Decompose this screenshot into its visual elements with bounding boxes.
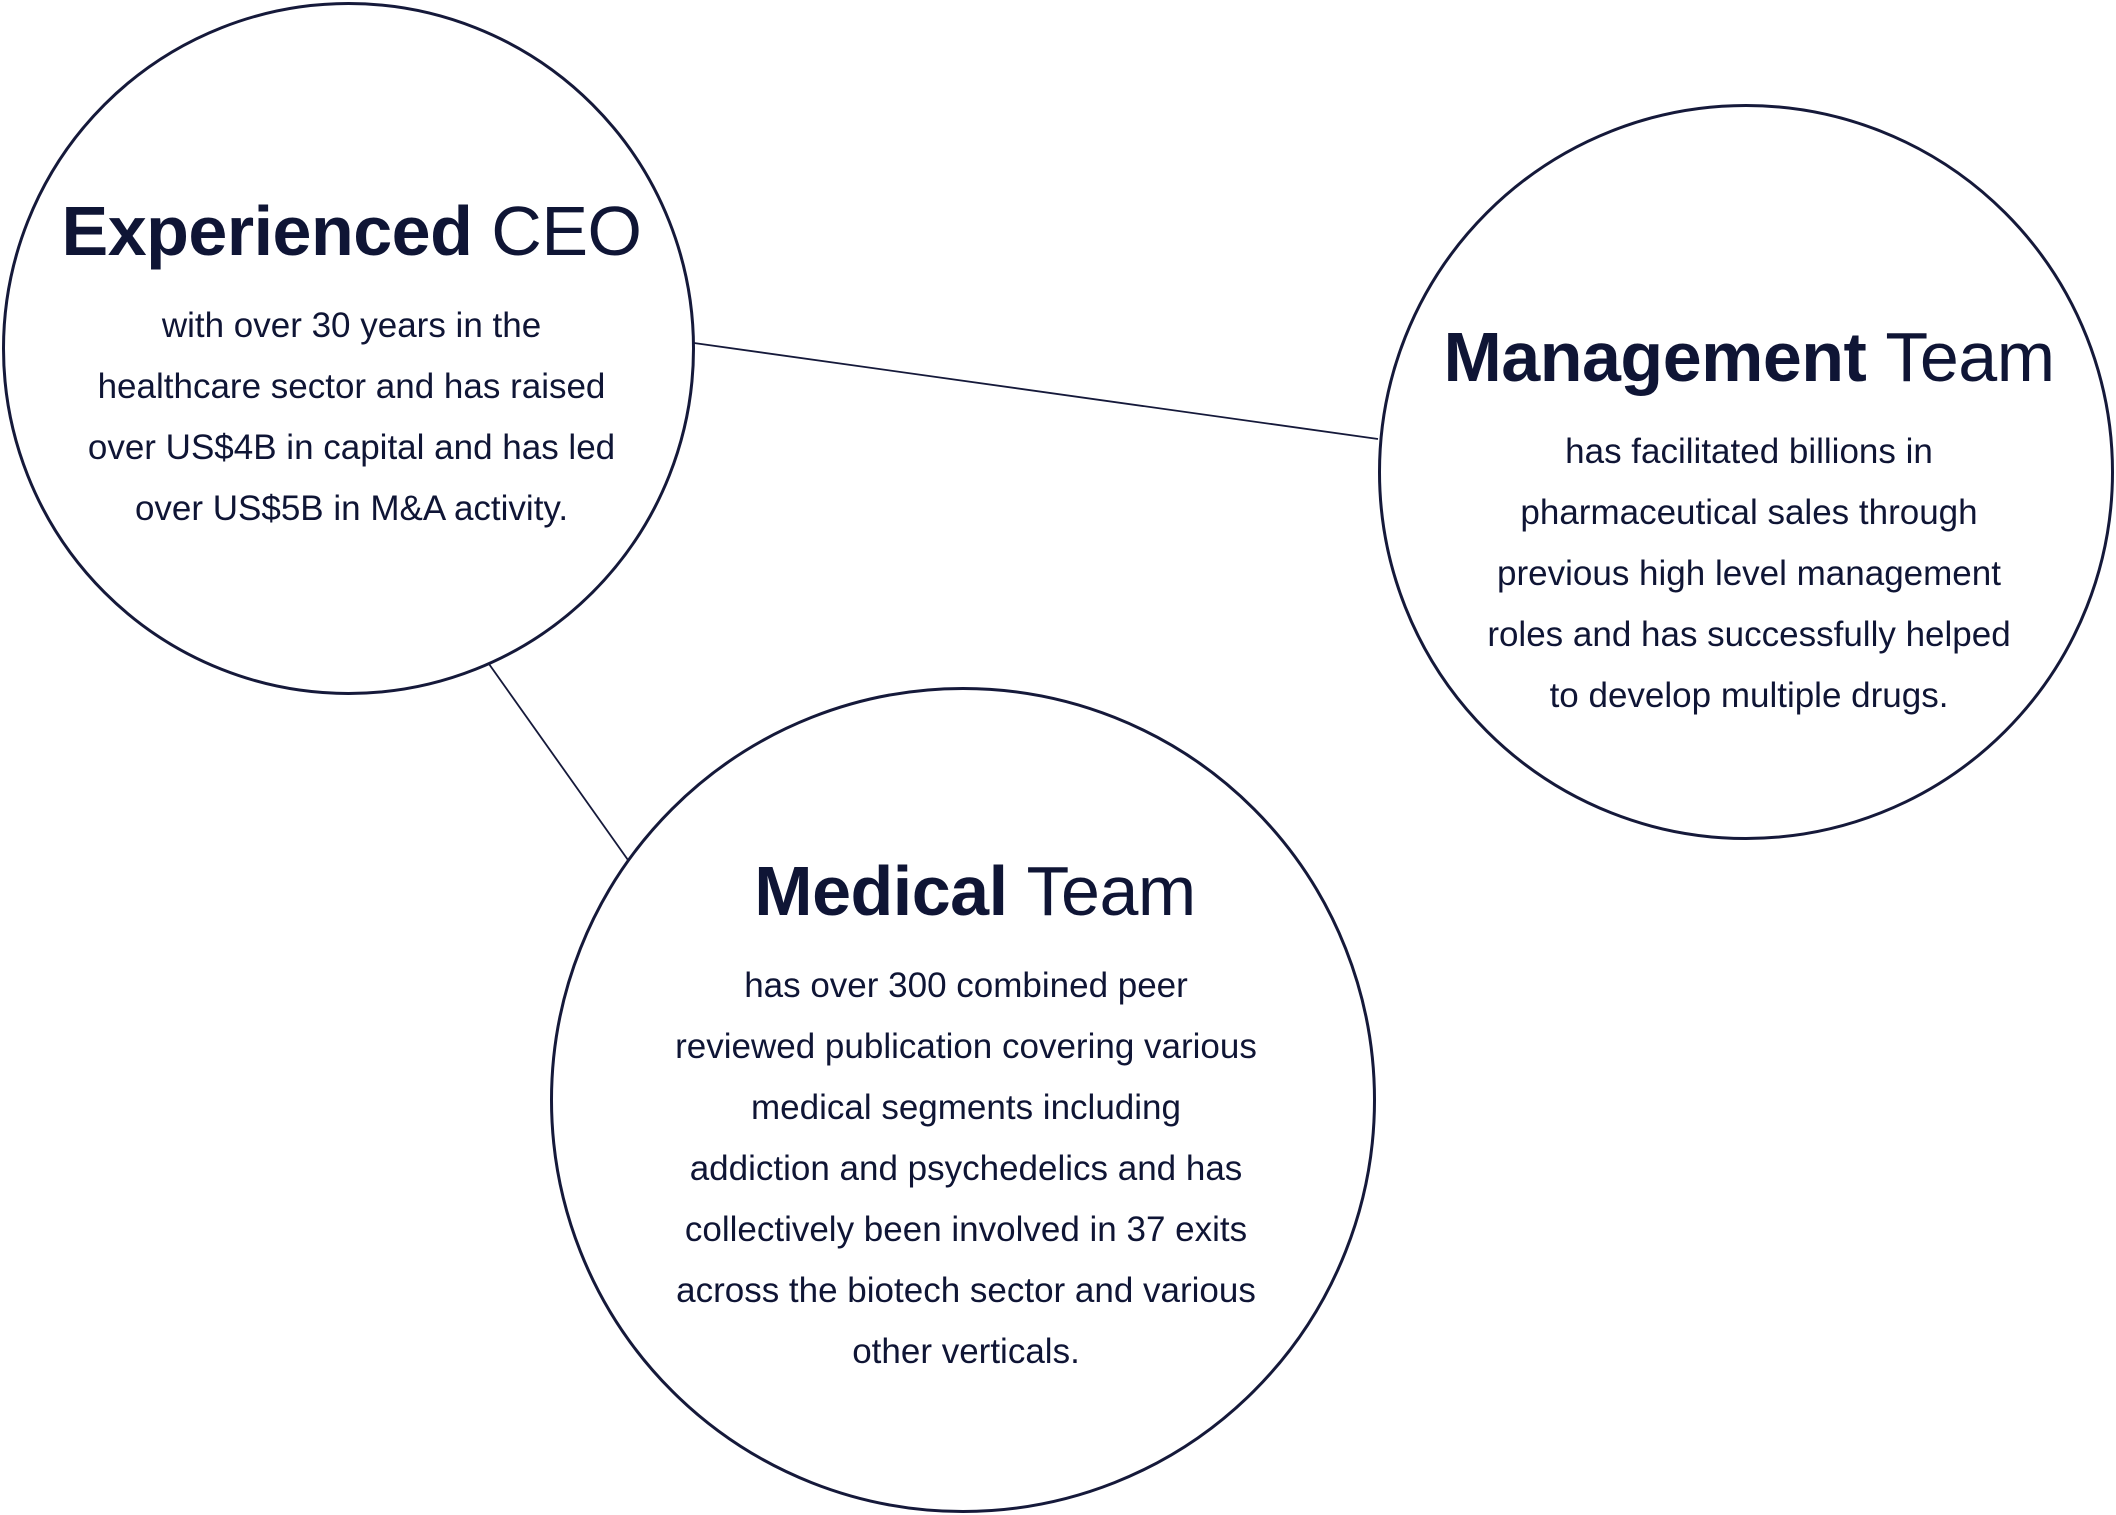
connector-ceo-management bbox=[693, 342, 1379, 440]
medical-team-line: medical segments including bbox=[751, 1088, 1181, 1127]
experienced-ceo-content: Experienced CEO with over 30 years in th… bbox=[5, 193, 698, 539]
management-team-circle: Management Team has facilitated billions… bbox=[1378, 104, 2114, 840]
management-team-line: pharmaceutical sales through bbox=[1520, 493, 1978, 532]
experienced-ceo-line: over US$4B in capital and has led bbox=[87, 428, 616, 467]
management-team-content: Management Team has facilitated billions… bbox=[1381, 319, 2116, 726]
connector-ceo-medical bbox=[488, 663, 629, 861]
medical-team-content: Medical Team has over 300 combined peer … bbox=[553, 853, 1379, 1382]
medical-team-description: has over 300 combined peer reviewed publ… bbox=[553, 955, 1379, 1382]
medical-team-title-regular: Team bbox=[1026, 852, 1197, 930]
medical-team-title: Medical Team bbox=[553, 853, 1379, 930]
experienced-ceo-line: healthcare sector and has raised bbox=[97, 367, 606, 406]
medical-team-line: across the biotech sector and various bbox=[676, 1271, 1256, 1310]
experienced-ceo-title-regular: CEO bbox=[491, 192, 642, 270]
management-team-description: has facilitated billions in pharmaceutic… bbox=[1381, 421, 2116, 726]
management-team-title-regular: Team bbox=[1885, 318, 2055, 396]
management-team-line: roles and has successfully helped bbox=[1487, 615, 2011, 654]
management-team-title: Management Team bbox=[1381, 319, 2116, 396]
experienced-ceo-title: Experienced CEO bbox=[5, 193, 698, 270]
management-team-line: has facilitated billions in bbox=[1565, 432, 1933, 471]
management-team-line: to develop multiple drugs. bbox=[1549, 676, 1949, 715]
medical-team-line: collectively been involved in 37 exits bbox=[684, 1210, 1248, 1249]
management-team-title-bold: Management bbox=[1443, 318, 1867, 396]
experienced-ceo-description: with over 30 years in the healthcare sec… bbox=[5, 295, 698, 539]
medical-team-circle: Medical Team has over 300 combined peer … bbox=[550, 687, 1376, 1513]
management-team-line: previous high level management bbox=[1497, 554, 2001, 593]
medical-team-line: has over 300 combined peer bbox=[744, 966, 1188, 1005]
experienced-ceo-line: with over 30 years in the bbox=[161, 306, 542, 345]
experienced-ceo-title-bold: Experienced bbox=[61, 192, 473, 270]
medical-team-line: other verticals. bbox=[852, 1332, 1080, 1371]
experienced-ceo-circle: Experienced CEO with over 30 years in th… bbox=[2, 2, 695, 695]
medical-team-line: addiction and psychedelics and has bbox=[689, 1149, 1243, 1188]
medical-team-title-bold: Medical bbox=[754, 852, 1008, 930]
experienced-ceo-line: over US$5B in M&A activity. bbox=[134, 489, 569, 528]
medical-team-line: reviewed publication covering various bbox=[675, 1027, 1257, 1066]
